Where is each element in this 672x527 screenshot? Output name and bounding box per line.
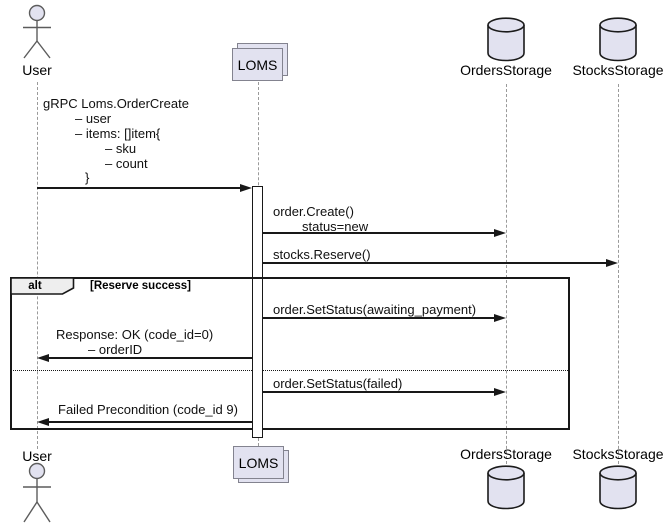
message-order-create-request-line2: – user: [75, 111, 112, 126]
arrowhead-right-icon: [494, 313, 506, 322]
message-failed-precondition: Failed Precondition (code_id 9): [58, 402, 238, 417]
message-order-create-request-line6: }: [85, 170, 90, 185]
arrow-loms-to-orders-failed: [263, 387, 506, 397]
arrow-user-to-loms: [37, 183, 252, 193]
arrow-shaft: [37, 187, 242, 189]
stocks-database-icon-bottom: [599, 465, 637, 510]
arrowhead-left-icon: [37, 353, 49, 362]
participant-label-loms-top: LOMS: [237, 56, 278, 73]
arrow-shaft: [47, 421, 253, 423]
arrowhead-right-icon: [240, 183, 252, 192]
arrow-shaft: [263, 232, 496, 234]
message-set-status-failed: order.SetStatus(failed): [273, 376, 403, 391]
participant-label-user-top: User: [22, 62, 52, 78]
message-order-create-line2: status=new: [302, 219, 369, 234]
arrow-loms-to-user-failed: [37, 417, 253, 427]
alt-fragment-divider: [10, 370, 570, 371]
alt-guard-label: [Reserve success]: [90, 279, 192, 292]
loms-activation-bar: [252, 186, 263, 438]
orders-database-icon-top: [487, 17, 525, 62]
loms-collections-box-top: LOMS: [232, 48, 283, 81]
participant-label-user-bottom: User: [22, 448, 52, 464]
arrow-loms-to-user-ok: [37, 353, 253, 363]
message-set-status-awaiting: order.SetStatus(awaiting_payment): [273, 302, 477, 317]
user-actor-icon: [23, 4, 51, 59]
message-response-ok-line2: – orderID: [88, 342, 143, 357]
arrow-loms-to-orders-awaiting: [263, 313, 506, 323]
arrowhead-left-icon: [37, 417, 49, 426]
alt-fragment-frame: [10, 277, 570, 430]
participant-label-loms-bottom: LOMS: [238, 454, 279, 471]
arrowhead-right-icon: [606, 258, 618, 267]
participant-label-orders-top: OrdersStorage: [460, 62, 552, 78]
loms-collections-box-bottom: LOMS: [233, 446, 284, 479]
stocks-database-icon-top: [599, 17, 637, 62]
message-order-create-request-line5: – count: [105, 156, 148, 171]
message-stocks-reserve: stocks.Reserve(): [273, 247, 371, 262]
arrow-shaft: [263, 391, 496, 393]
orders-database-icon-bottom: [487, 465, 525, 510]
arrow-loms-to-stocks-reserve: [263, 258, 618, 268]
user-actor-icon-bottom: [23, 462, 51, 523]
lifeline-stocks-storage: [618, 84, 619, 464]
arrow-shaft: [47, 357, 253, 359]
alt-operator-label: alt: [28, 279, 42, 292]
arrow-shaft: [263, 262, 608, 264]
participant-label-stocks-top: StocksStorage: [572, 62, 664, 78]
participant-label-orders-bottom: OrdersStorage: [460, 446, 552, 462]
arrowhead-right-icon: [494, 387, 506, 396]
arrow-shaft: [263, 317, 496, 319]
arrow-loms-to-orders-create: [263, 228, 506, 238]
message-order-create-request-line1: gRPC Loms.OrderCreate: [43, 96, 189, 111]
participant-label-stocks-bottom: StocksStorage: [572, 446, 664, 462]
frame-border-patch: [251, 277, 264, 279]
lifeline-orders-storage: [506, 84, 507, 464]
arrowhead-right-icon: [494, 228, 506, 237]
message-order-create-request-line4: – sku: [105, 141, 137, 156]
message-order-create-line1: order.Create(): [273, 204, 354, 219]
message-order-create-request-line3: – items: []item{: [75, 126, 161, 141]
lifeline-user: [37, 82, 38, 449]
alt-operator-tab: [10, 277, 75, 295]
message-response-ok-line1: Response: OK (code_id=0): [56, 327, 214, 342]
